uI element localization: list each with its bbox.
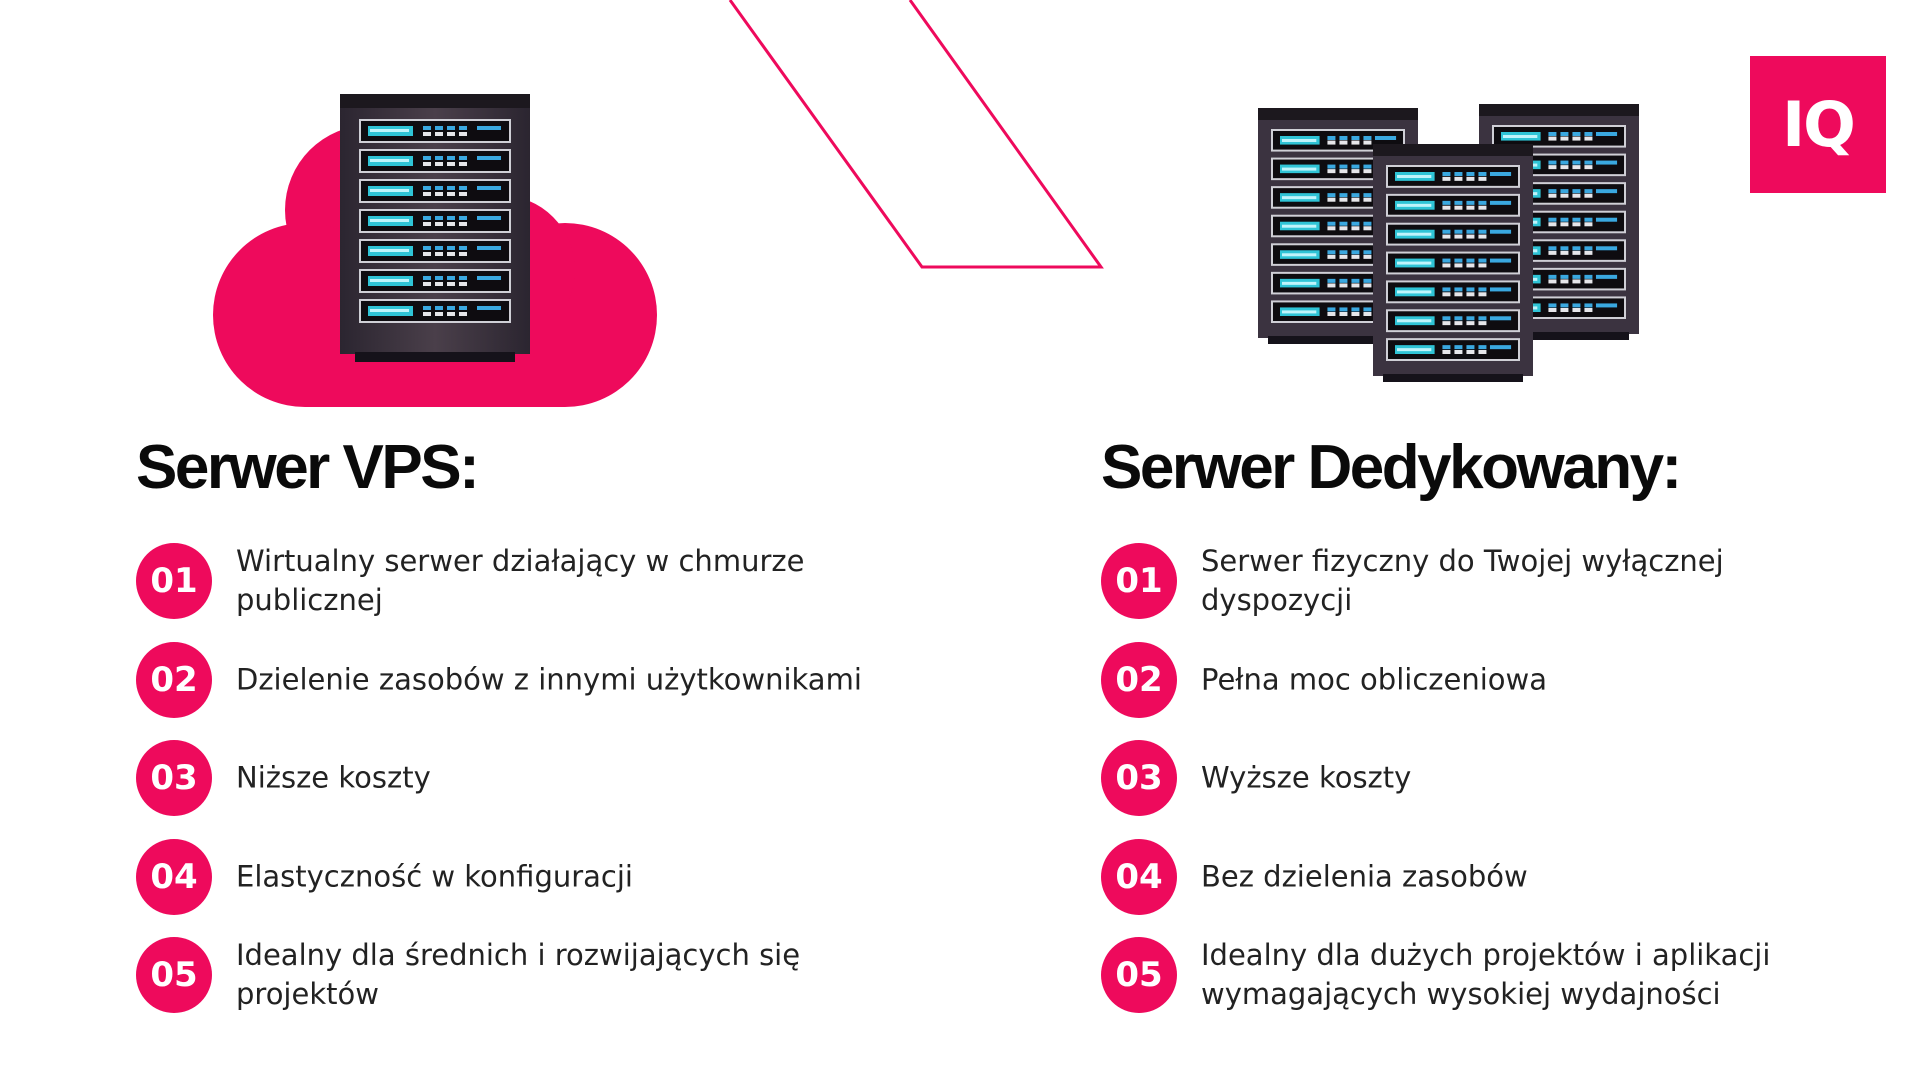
item-text: Serwer fizyczny do Twojej wyłącznej dysp… [1201, 544, 1724, 617]
list-item: 01 Wirtualny serwer działający w chmurze… [136, 543, 896, 619]
number-badge: 03 [1101, 740, 1177, 816]
item-text: Idealny dla średnich i rozwijających się… [236, 938, 801, 1011]
number-badge: 02 [136, 642, 212, 718]
number-badge: 03 [136, 740, 212, 816]
list-item: 03 Wyższe koszty [1101, 740, 1861, 816]
number-badge: 01 [1101, 543, 1177, 619]
list-item: 05 Idealny dla średnich i rozwijających … [136, 937, 896, 1013]
list-item: 02 Dzielenie zasobów z innymi użytkownik… [136, 642, 896, 718]
item-text: Idealny dla dużych projektów i aplikacji… [1201, 938, 1771, 1011]
number-badge: 02 [1101, 642, 1177, 718]
vps-title: Serwer VPS: [136, 433, 480, 502]
number-badge: 04 [136, 839, 212, 915]
cloud-server-icon [213, 94, 657, 407]
list-item: 04 Bez dzielenia zasobów [1101, 839, 1861, 915]
item-text: Bez dzielenia zasobów [1201, 859, 1528, 894]
list-item: 03 Niższe koszty [136, 740, 896, 816]
item-text: Wyższe koszty [1201, 760, 1412, 795]
logo-text: IQ [1782, 88, 1856, 161]
list-item: 02 Pełna moc obliczeniowa [1101, 642, 1861, 718]
iq-logo[interactable]: IQ [1750, 56, 1886, 193]
server-racks-icon [1258, 104, 1639, 382]
number-badge: 05 [136, 937, 212, 1013]
list-item: 05 Idealny dla dużych projektów i aplika… [1101, 937, 1861, 1013]
item-text: Niższe koszty [236, 760, 431, 795]
list-item: 04 Elastyczność w konfiguracji [136, 839, 896, 915]
item-text: Pełna moc obliczeniowa [1201, 662, 1548, 697]
number-badge: 04 [1101, 839, 1177, 915]
number-badge: 05 [1101, 937, 1177, 1013]
item-text: Dzielenie zasobów z innymi użytkownikami [236, 662, 862, 697]
dedicated-title: Serwer Dedykowany: [1101, 433, 1682, 502]
number-badge: 01 [136, 543, 212, 619]
list-item: 01 Serwer fizyczny do Twojej wyłącznej d… [1101, 543, 1861, 619]
item-text: Wirtualny serwer działający w chmurze pu… [236, 544, 805, 617]
item-text: Elastyczność w konfiguracji [236, 859, 633, 894]
